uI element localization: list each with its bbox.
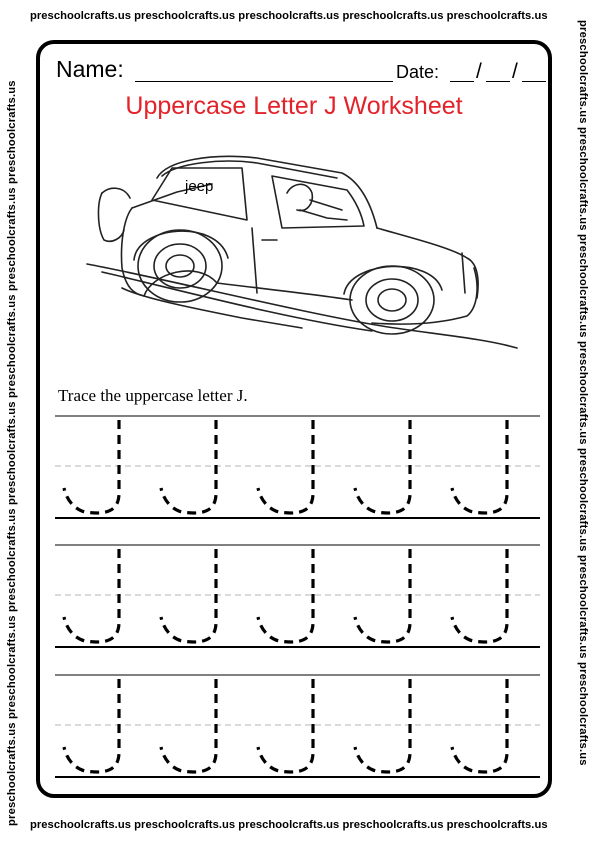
letter-j-trace (450, 549, 509, 644)
letter-j-trace (159, 679, 218, 774)
letter-j-trace (450, 679, 509, 774)
letter-j-trace (62, 420, 121, 515)
worksheet-border (36, 40, 552, 798)
letter-j-trace (256, 679, 315, 774)
name-field-line (135, 81, 393, 82)
letter-j-trace (256, 549, 315, 644)
date-blank-year (522, 81, 546, 82)
instruction-text: Trace the uppercase letter J. (58, 386, 248, 405)
letter-j-trace (159, 549, 218, 644)
date-separator: / (512, 60, 518, 83)
letter-j-trace (256, 420, 315, 515)
date-label: Date: (396, 62, 440, 82)
letter-j-trace (450, 420, 509, 515)
date-blank-day (486, 81, 510, 82)
jeep-label: jeep (185, 178, 214, 195)
letter-j-trace (62, 549, 121, 644)
letter-j-trace (62, 679, 121, 774)
letter-j-trace (159, 420, 218, 515)
date-blank-month (450, 81, 474, 82)
letter-j-trace (353, 420, 412, 515)
watermark-top: preschoolcrafts.us preschoolcrafts.us pr… (30, 10, 548, 22)
watermark-bottom: preschoolcrafts.us preschoolcrafts.us pr… (30, 819, 548, 831)
letter-j-trace (353, 679, 412, 774)
date-separator: / (476, 60, 482, 83)
worksheet-title: Uppercase Letter J Worksheet (125, 92, 463, 120)
name-label: Name: (56, 56, 124, 82)
jeep-drawing-icon (86, 155, 518, 349)
letter-j-trace (353, 549, 412, 644)
